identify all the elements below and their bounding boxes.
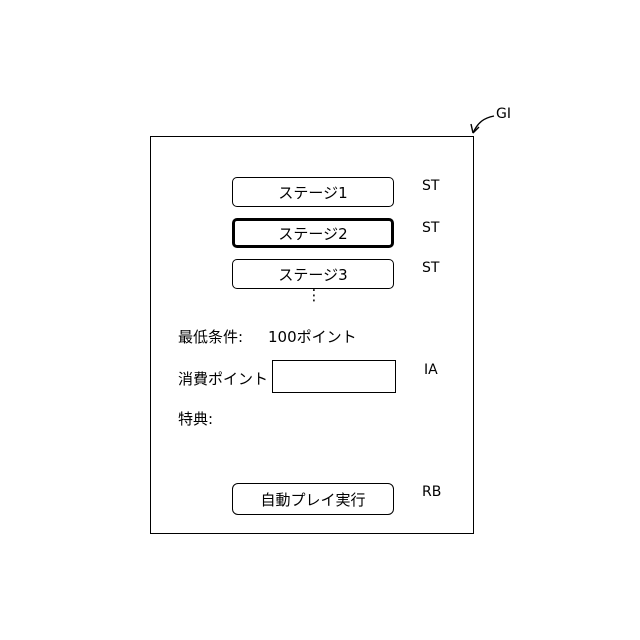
stage-3-button[interactable]: ステージ3 — [232, 259, 394, 289]
more-stages-ellipsis: ⋮ — [306, 292, 322, 299]
consume-points-input[interactable] — [272, 360, 396, 393]
consume-points-label: 消費ポイント — [178, 368, 268, 389]
stage-1-button[interactable]: ステージ1 — [232, 177, 394, 207]
run-button-reference-label: RB — [422, 484, 441, 500]
min-condition-label: 最低条件: — [178, 326, 243, 347]
stage-2-label: ステージ2 — [278, 223, 347, 244]
min-condition-value: 100ポイント — [268, 326, 357, 347]
stage-3-label: ステージ3 — [278, 264, 347, 285]
auto-play-button[interactable]: 自動プレイ実行 — [232, 483, 394, 515]
stage-1-label: ステージ1 — [278, 182, 347, 203]
input-area-reference-label: IA — [424, 362, 438, 378]
auto-play-label: 自動プレイ実行 — [260, 489, 365, 510]
bonus-label: 特典: — [178, 408, 213, 429]
stage-3-reference-label: ST — [422, 260, 439, 276]
screen-reference-label: GI — [496, 106, 511, 122]
stage-2-button[interactable]: ステージ2 — [232, 218, 394, 248]
stage-2-reference-label: ST — [422, 220, 439, 236]
stage-1-reference-label: ST — [422, 178, 439, 194]
leader-gi — [473, 116, 494, 133]
leader-gi-arrow — [471, 124, 479, 133]
